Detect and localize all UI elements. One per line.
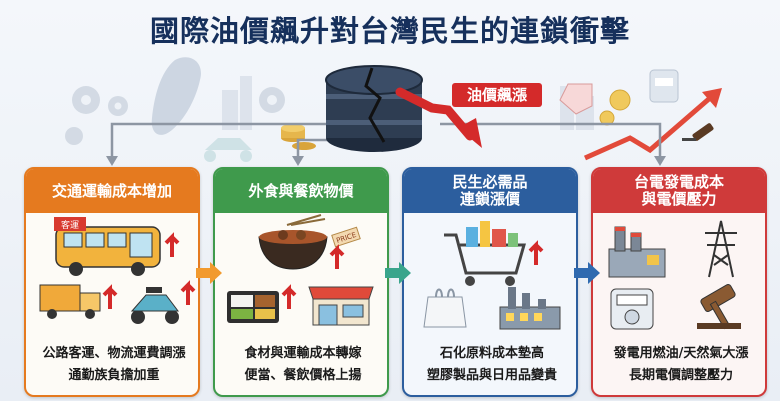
card-transport-cost: 交通運輸成本增加 客運 公 — [24, 167, 200, 397]
caption-line: 公路客運、物流運費調漲 — [42, 346, 186, 361]
card-heading: 台電發電成本 與電價壓力 — [593, 169, 765, 213]
coin-icon — [599, 89, 631, 126]
card-food-prices: 外食與餐飲物價 PRICE 食材與運輸成本轉嫁 便當、餐飲價格上揚 — [213, 167, 389, 397]
price-tag-icon — [331, 226, 361, 248]
up-arrow-icon — [102, 284, 118, 309]
card-heading: 民生必需品 連鎖漲價 — [404, 169, 576, 213]
transmission-tower-icon — [705, 220, 737, 278]
shop-icon — [308, 286, 374, 326]
card-caption: 公路客運、物流運費調漲 通勤族負擔加重 — [26, 343, 198, 387]
caption-line: 塑膠製品與日用品變貴 — [426, 368, 557, 383]
card-heading: 外食與餐飲物價 — [215, 169, 387, 213]
card-illustration: PRICE — [227, 214, 374, 326]
electric-meter-icon — [610, 288, 654, 330]
up-arrow-icon — [528, 240, 544, 265]
bus-label-badge — [54, 217, 86, 231]
caption-line: 長期電價調整壓力 — [628, 368, 733, 383]
card-illustration — [608, 220, 741, 330]
plastic-bag-icon — [423, 288, 467, 328]
gavel-icon — [682, 123, 714, 141]
oil-price-surge-banner: 油價飆漲 — [452, 83, 542, 107]
taiwan-map-icon — [151, 57, 201, 135]
heading-line: 連鎖漲價 — [459, 190, 520, 208]
factory-icon — [499, 287, 561, 330]
up-arrow-icon — [329, 244, 345, 269]
card-caption: 食材與運輸成本轉嫁 便當、餐飲價格上揚 — [215, 343, 387, 387]
card-illustration — [423, 221, 561, 330]
scooter-icon — [204, 138, 252, 162]
bento-box-icon — [227, 291, 279, 323]
gavel-icon — [697, 284, 741, 330]
card-power-costs: 台電發電成本 與電價壓力 發電用燃油/天然氣大漲 長期電價調整 — [591, 167, 767, 397]
card-necessities: 民生必需品 連鎖漲價 石化原料成本墊高 塑膠 — [402, 167, 578, 397]
caption-line: 石化原料成本墊高 — [439, 346, 544, 361]
caption-line: 發電用燃油/天然氣大漲 — [613, 346, 749, 361]
page-title: 國際油價飆升對台灣民生的連鎖衝擊 — [149, 14, 630, 48]
flow-arrow-icon — [385, 262, 411, 284]
truck-icon — [39, 284, 101, 319]
heading-line: 台電發電成本 — [633, 173, 724, 191]
card-caption: 石化原料成本墊高 塑膠製品與日用品變貴 — [404, 343, 576, 387]
oil-barrel-icon — [325, 65, 423, 152]
caption-line: 通勤族負擔加重 — [68, 368, 160, 383]
caption-line: 便當、餐飲價格上揚 — [244, 368, 362, 383]
caption-line: 食材與運輸成本轉嫁 — [244, 346, 362, 361]
coin-stack-icon — [281, 124, 316, 150]
up-arrow-icon — [180, 280, 196, 305]
scooter-icon — [130, 287, 179, 324]
gear-icon — [65, 86, 128, 145]
gear-icon — [259, 87, 285, 113]
card-illustration: 客運 — [39, 217, 196, 324]
power-plant-icon — [608, 226, 666, 278]
heading-line: 與電價壓力 — [641, 190, 717, 208]
heading-line: 民生必需品 — [452, 173, 528, 191]
connector-lines — [110, 122, 662, 160]
price-tag-icon — [559, 83, 593, 115]
card-caption: 發電用燃油/天然氣大漲 長期電價調整壓力 — [593, 343, 765, 387]
bus-icon — [55, 226, 161, 276]
flow-arrow-icon — [196, 262, 222, 284]
card-heading: 交通運輸成本增加 — [26, 169, 198, 213]
up-arrow-icon — [281, 284, 297, 309]
electric-meter-icon — [649, 69, 679, 103]
shopping-cart-icon — [444, 221, 526, 286]
rising-trend-arrow-icon — [583, 96, 712, 161]
bus-badge-text: 客運 — [61, 219, 79, 231]
up-arrow-icon — [164, 232, 180, 257]
noodle-bowl-icon — [258, 214, 328, 270]
flow-arrow-icon — [574, 262, 600, 284]
